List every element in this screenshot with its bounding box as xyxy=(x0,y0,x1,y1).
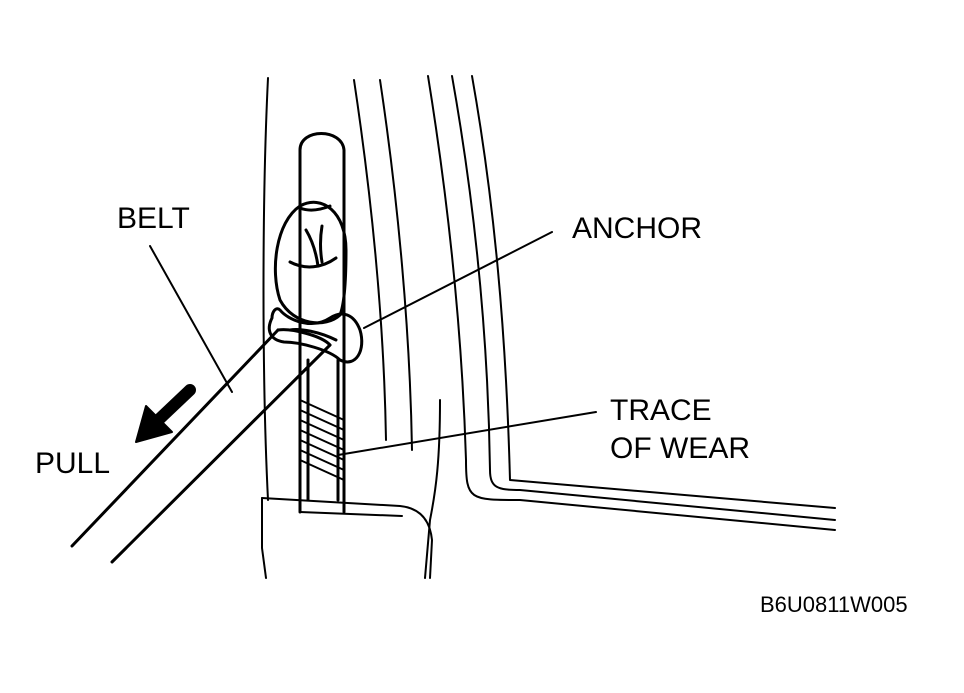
trim-panel xyxy=(261,497,433,579)
pull-label: PULL xyxy=(35,447,111,480)
leader-lines xyxy=(149,231,597,456)
wear-hatching xyxy=(299,399,345,481)
anchor-label: ANCHOR xyxy=(572,212,703,245)
belt-label: BELT xyxy=(117,202,190,235)
trace-label-line1: TRACE xyxy=(610,394,712,427)
pull-arrow-icon xyxy=(135,384,196,443)
figure-code: B6U0811W005 xyxy=(760,592,908,617)
pillar-frame xyxy=(262,75,836,579)
trace-leader-line xyxy=(337,411,597,456)
anchor-bolt xyxy=(273,200,348,325)
seat-belt xyxy=(70,328,332,564)
anchor-leader-line xyxy=(363,231,553,329)
trace-of-wear-label: TRACE OF WEAR xyxy=(610,392,750,467)
belt-leader-line xyxy=(149,245,233,393)
trace-label-line2: OF WEAR xyxy=(610,431,750,465)
